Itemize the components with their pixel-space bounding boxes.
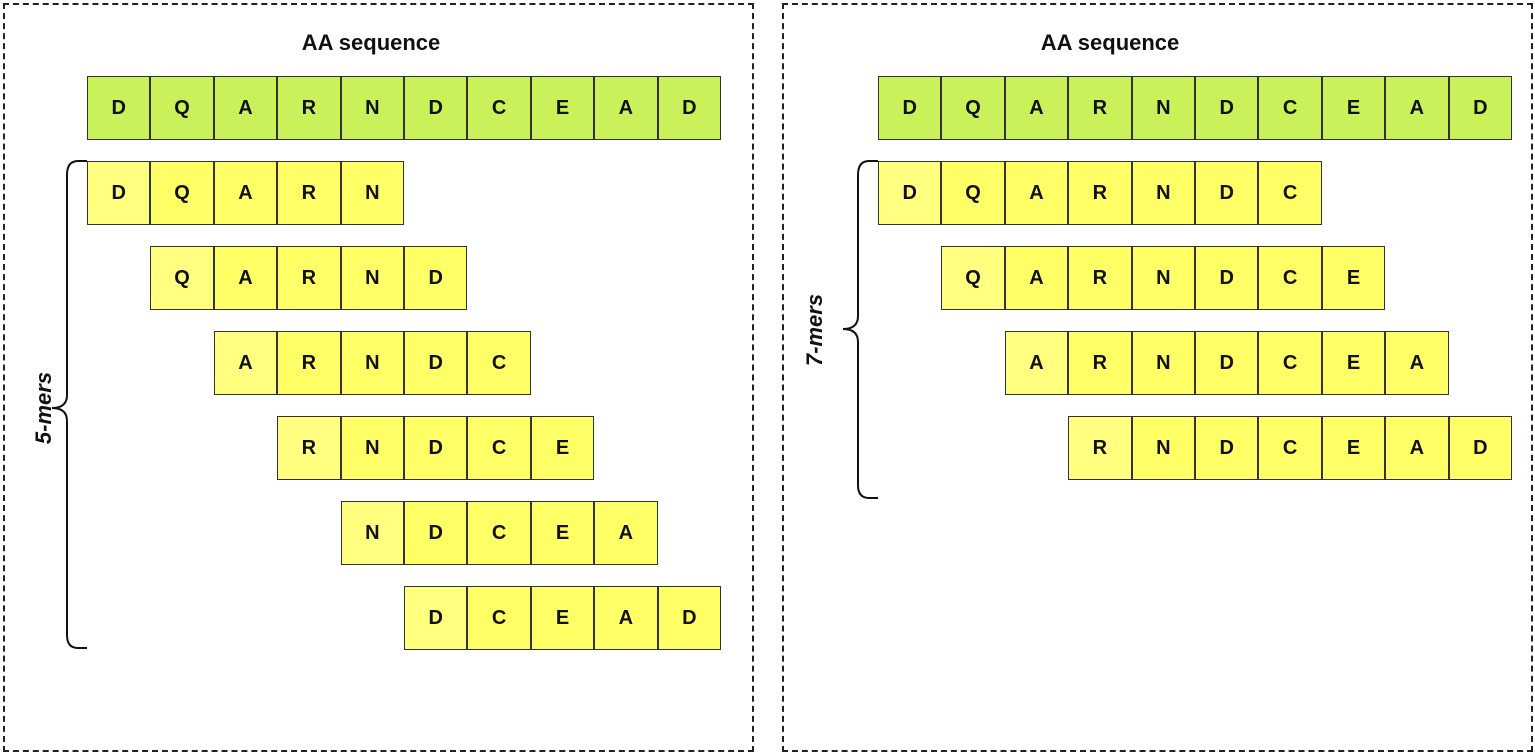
- kmer-cell: A: [1385, 416, 1449, 480]
- sequence-cell: R: [1068, 76, 1132, 140]
- kmer-cell: E: [530, 586, 595, 650]
- kmer-cell: D: [878, 161, 942, 225]
- brace-5mers: [51, 160, 87, 649]
- sequence-cell: N: [1131, 76, 1195, 140]
- sequence-cell: N: [340, 76, 404, 140]
- sequence-cell: D: [404, 76, 468, 140]
- kmer-cell: D: [404, 586, 468, 650]
- sequence-cell: A: [1004, 76, 1069, 140]
- kmer-cell: D: [87, 161, 151, 225]
- kmer-cell: N: [340, 246, 404, 310]
- kmer-cell: N: [340, 501, 404, 565]
- sequence-title: AA sequence: [1040, 30, 1180, 55]
- kmer-cell: D: [657, 586, 721, 650]
- sequence-cell: Q: [941, 76, 1005, 140]
- kmer-cell: N: [1131, 331, 1195, 395]
- kmer-cell: R: [277, 416, 341, 480]
- kmer-cell: N: [1131, 246, 1195, 310]
- kmer-cell: A: [1385, 331, 1449, 395]
- sequence-cell: D: [878, 76, 942, 140]
- kmer-cell: C: [467, 416, 531, 480]
- kmer-cell: A: [1004, 331, 1069, 395]
- kmer-label: 5-mers: [31, 371, 56, 445]
- kmer-cell: R: [277, 246, 341, 310]
- sequence-cell: D: [87, 76, 151, 140]
- kmer-cell: C: [1258, 161, 1322, 225]
- kmer-cell: R: [277, 331, 341, 395]
- kmer-cell: Q: [150, 161, 214, 225]
- kmer-cell: N: [340, 416, 404, 480]
- kmer-cell: C: [1258, 331, 1322, 395]
- kmer-cell: A: [213, 161, 278, 225]
- kmer-cell: A: [1004, 246, 1069, 310]
- kmer-cell: E: [1321, 331, 1386, 395]
- panel-7mers: [782, 3, 1533, 752]
- kmer-cell: D: [1195, 161, 1259, 225]
- kmer-cell: D: [404, 246, 468, 310]
- sequence-cell: A: [1385, 76, 1449, 140]
- kmer-cell: D: [1195, 331, 1259, 395]
- sequence-cell: C: [1258, 76, 1322, 140]
- kmer-cell: D: [1448, 416, 1512, 480]
- kmer-cell: C: [1258, 246, 1322, 310]
- kmer-cell: E: [1321, 416, 1386, 480]
- sequence-cell: E: [1321, 76, 1386, 140]
- kmer-label: 7-mers: [802, 293, 827, 367]
- kmer-cell: E: [530, 416, 595, 480]
- sequence-cell: R: [277, 76, 341, 140]
- kmer-cell: D: [1195, 246, 1259, 310]
- panel-5mers: [3, 3, 754, 752]
- kmer-cell: C: [467, 586, 531, 650]
- kmer-cell: R: [277, 161, 341, 225]
- kmer-cell: R: [1068, 331, 1132, 395]
- kmer-cell: R: [1068, 246, 1132, 310]
- kmer-cell: N: [340, 161, 404, 225]
- kmer-cell: D: [404, 331, 468, 395]
- kmer-cell: Q: [941, 246, 1005, 310]
- kmer-cell: N: [1131, 161, 1195, 225]
- kmer-cell: C: [467, 331, 531, 395]
- sequence-cell: Q: [150, 76, 214, 140]
- kmer-cell: N: [340, 331, 404, 395]
- sequence-cell: A: [594, 76, 658, 140]
- brace-7mers: [842, 160, 878, 499]
- sequence-cell: A: [213, 76, 278, 140]
- kmer-cell: D: [404, 416, 468, 480]
- sequence-cell: D: [1195, 76, 1259, 140]
- sequence-title: AA sequence: [301, 30, 441, 55]
- kmer-cell: Q: [150, 246, 214, 310]
- kmer-cell: E: [1321, 246, 1386, 310]
- kmer-cell: R: [1068, 161, 1132, 225]
- kmer-cell: Q: [941, 161, 1005, 225]
- sequence-cell: C: [467, 76, 531, 140]
- kmer-cell: A: [213, 246, 278, 310]
- kmer-cell: A: [213, 331, 278, 395]
- kmer-cell: N: [1131, 416, 1195, 480]
- sequence-cell: D: [657, 76, 721, 140]
- kmer-cell: E: [530, 501, 595, 565]
- kmer-cell: A: [594, 501, 658, 565]
- sequence-cell: D: [1448, 76, 1512, 140]
- kmer-cell: D: [404, 501, 468, 565]
- sequence-cell: E: [530, 76, 595, 140]
- kmer-cell: A: [594, 586, 658, 650]
- kmer-cell: R: [1068, 416, 1132, 480]
- kmer-cell: D: [1195, 416, 1259, 480]
- kmer-cell: A: [1004, 161, 1069, 225]
- kmer-cell: C: [1258, 416, 1322, 480]
- kmer-cell: C: [467, 501, 531, 565]
